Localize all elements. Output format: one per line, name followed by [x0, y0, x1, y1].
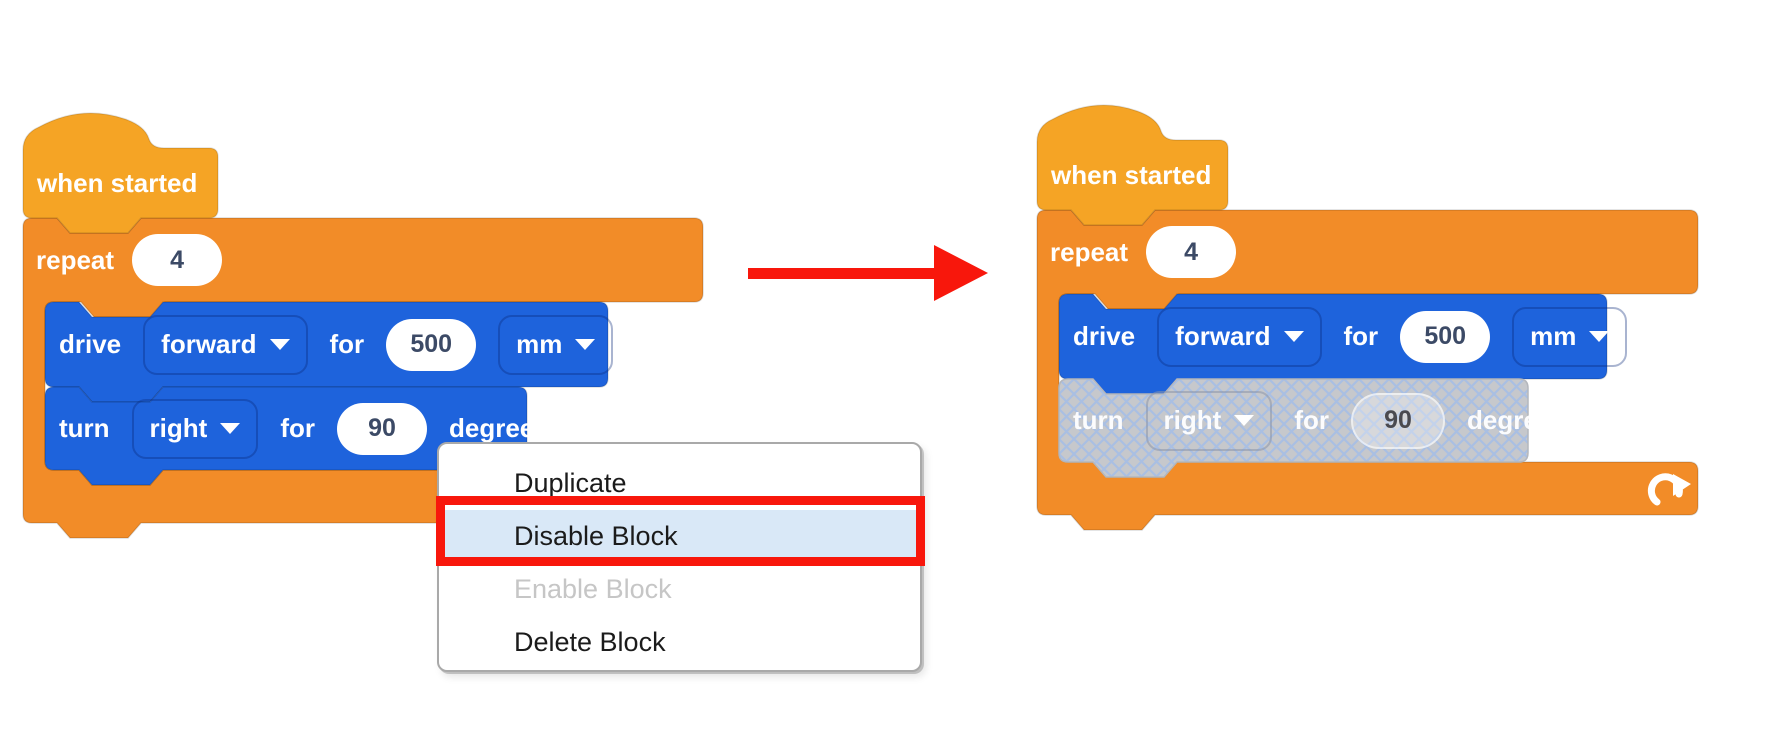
- caret-down-icon: [220, 423, 241, 434]
- context-menu: Duplicate Disable Block Enable Block Del…: [437, 442, 922, 672]
- turn-unit-label: degrees: [448, 413, 549, 443]
- when-started-row: when started: [37, 148, 197, 218]
- drive-distance-input[interactable]: 500: [386, 318, 477, 371]
- turn-label: turn: [59, 413, 110, 443]
- turn-direction-value: right: [1163, 405, 1222, 435]
- turn-angle-input[interactable]: 90: [336, 402, 427, 455]
- drive-direction-dropdown[interactable]: forward: [1157, 306, 1322, 367]
- turn-direction-value: right: [149, 413, 208, 443]
- caret-down-icon: [1589, 331, 1610, 342]
- arrow-head-icon: [934, 245, 988, 301]
- repeat-count-input[interactable]: 4: [132, 234, 223, 286]
- drive-label: drive: [1073, 321, 1136, 351]
- drive-row: drive forward for 500 mm: [1073, 294, 1628, 379]
- repeat-label: repeat: [1050, 236, 1129, 267]
- block-stack-after: when started repeat 4 drive forward for …: [1036, 102, 1727, 542]
- menu-item-disable-block[interactable]: Disable Block: [439, 510, 920, 563]
- drive-unit-value: mm: [516, 329, 563, 359]
- loop-arrow-icon: [1647, 473, 1691, 506]
- when-started-hat-shape[interactable]: [22, 112, 219, 234]
- drive-label: drive: [59, 329, 122, 359]
- turn-unit-label: degrees: [1466, 405, 1567, 435]
- drive-direction-value: forward: [161, 329, 257, 359]
- turn-for-label: for: [280, 413, 315, 443]
- drive-row: drive forward for 500 mm: [59, 302, 614, 387]
- block-stack-before: when started repeat 4 drive forward for …: [22, 110, 728, 550]
- drive-direction-value: forward: [1175, 321, 1271, 351]
- turn-row: turn right for 90 degrees: [59, 387, 549, 470]
- caret-down-icon: [575, 339, 596, 350]
- turn-angle-input[interactable]: 90: [1350, 392, 1445, 449]
- turn-direction-dropdown[interactable]: right: [1145, 390, 1273, 451]
- turn-block-shape-disabled[interactable]: [1058, 378, 1529, 478]
- drive-unit-value: mm: [1530, 321, 1577, 351]
- when-started-label: when started: [37, 167, 198, 198]
- repeat-row: repeat 4: [36, 218, 223, 302]
- caret-down-icon: [1283, 331, 1304, 342]
- caret-down-icon: [269, 339, 290, 350]
- drive-for-label: for: [1343, 321, 1379, 351]
- transition-arrow: [748, 245, 988, 301]
- turn-row-disabled: turn right for 90 degrees: [1073, 379, 1567, 462]
- repeat-label: repeat: [36, 244, 115, 275]
- when-started-hat-shape[interactable]: [1036, 104, 1229, 226]
- turn-for-label: for: [1294, 405, 1329, 435]
- menu-item-enable-block: Enable Block: [514, 574, 672, 604]
- when-started-row: when started: [1051, 140, 1211, 210]
- arrow-shaft: [748, 268, 940, 279]
- repeat-row: repeat 4: [1050, 210, 1237, 294]
- turn-direction-dropdown[interactable]: right: [131, 398, 259, 459]
- when-started-label: when started: [1051, 159, 1212, 190]
- menu-item-delete-block[interactable]: Delete Block: [514, 627, 666, 657]
- menu-item-duplicate[interactable]: Duplicate: [514, 468, 627, 498]
- drive-for-label: for: [329, 329, 365, 359]
- drive-unit-dropdown[interactable]: mm: [498, 314, 614, 375]
- caret-down-icon: [1234, 415, 1255, 426]
- repeat-count-input[interactable]: 4: [1146, 226, 1237, 278]
- drive-distance-input[interactable]: 500: [1400, 310, 1491, 363]
- drive-direction-dropdown[interactable]: forward: [143, 314, 308, 375]
- drive-unit-dropdown[interactable]: mm: [1512, 306, 1628, 367]
- turn-label: turn: [1073, 405, 1124, 435]
